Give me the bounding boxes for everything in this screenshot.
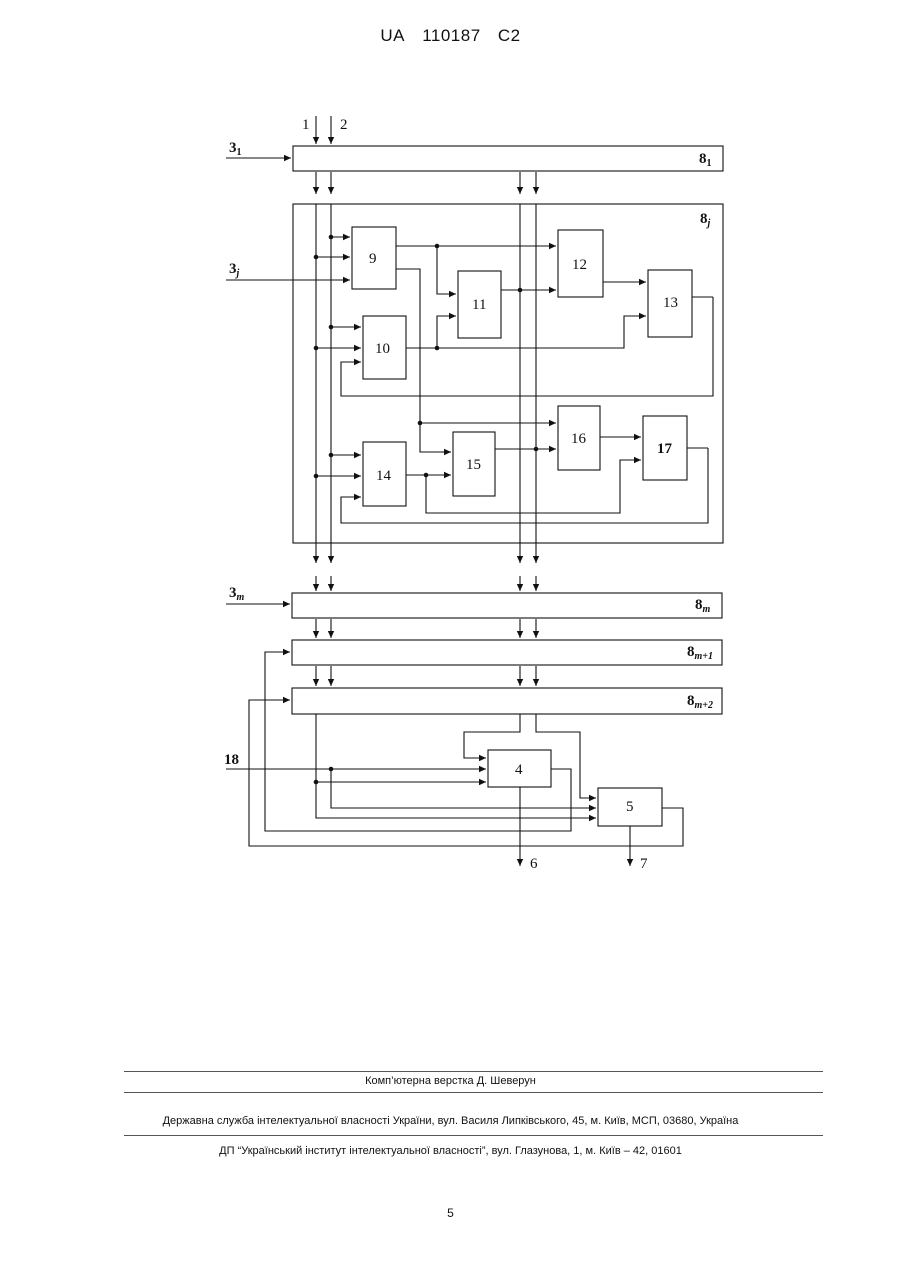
- block-15-label: 15: [466, 457, 481, 473]
- block-16-label: 16: [571, 431, 587, 447]
- row-label-8-1: 81: [699, 151, 712, 169]
- row-block-8-m1: [292, 640, 722, 665]
- row-block-8-j: [293, 204, 723, 543]
- row-block-8-1: [293, 146, 723, 171]
- input-18-label: 18: [224, 752, 239, 768]
- output-6-label: 6: [530, 856, 538, 872]
- row-label-8-j: 8j: [700, 211, 711, 229]
- block-11-label: 11: [472, 297, 486, 313]
- row-label-8-m: 8m: [695, 597, 711, 615]
- output-7-label: 7: [640, 856, 648, 872]
- footer-layout: Комп’ютерна верстка Д. Шеверун: [0, 1075, 901, 1087]
- footer-rule-2: [124, 1092, 823, 1093]
- block-13-label: 13: [663, 295, 678, 311]
- footer-agency: Державна служба інтелектуальної власност…: [0, 1115, 901, 1127]
- page-number: 5: [0, 1206, 901, 1220]
- footer-rule-1: [124, 1071, 823, 1072]
- input-1-label: 1: [302, 117, 310, 133]
- footer-rule-3: [124, 1135, 823, 1136]
- row-label-8-m2: 8m+2: [687, 693, 713, 711]
- side-label-3-j: 3j: [229, 261, 240, 279]
- block-10-label: 10: [375, 341, 390, 357]
- footer-institute: ДП “Український інститут інтелектуальної…: [0, 1145, 901, 1157]
- side-label-3-1: 31: [229, 140, 242, 158]
- input-2-label: 2: [340, 117, 348, 133]
- block-14-label: 14: [376, 468, 392, 484]
- block-4-label: 4: [515, 762, 523, 778]
- block-9-label: 9: [369, 251, 377, 267]
- side-label-3-m: 3m: [229, 585, 245, 603]
- row-block-8-m: [292, 593, 722, 618]
- row-block-8-m2: [292, 688, 722, 714]
- block-17-label: 17: [657, 441, 673, 457]
- block-5-label: 5: [626, 799, 634, 815]
- block-12-label: 12: [572, 257, 587, 273]
- row-label-8-m1: 8m+1: [687, 644, 713, 662]
